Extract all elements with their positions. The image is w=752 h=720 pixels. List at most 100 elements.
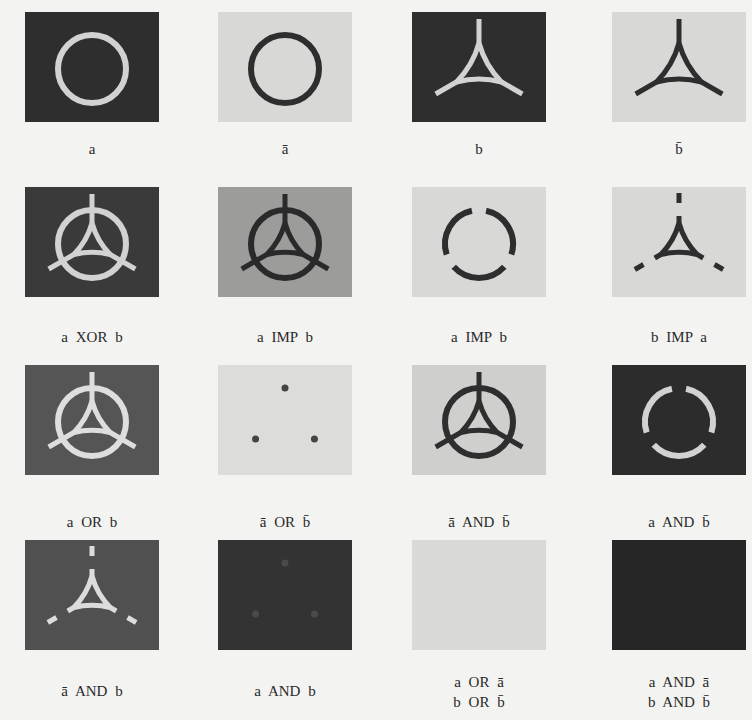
photo-panel (25, 187, 159, 297)
photo-panel (25, 540, 159, 650)
ring-arc (445, 211, 472, 255)
triangle-figure (461, 401, 497, 433)
photo-ground (25, 12, 159, 122)
photo-ground (218, 12, 352, 122)
photo-panel (412, 187, 546, 297)
panel-caption: a IMP b (394, 328, 564, 346)
triangle-spoke (90, 194, 95, 223)
triangle-spoke (477, 19, 482, 43)
photo-ground (612, 540, 746, 650)
triangle-spoke (110, 433, 135, 448)
ring-arc (454, 267, 505, 278)
ring-arc (654, 445, 705, 456)
panel-caption: a IMP b (200, 328, 370, 346)
panel-caption: a OR ā (394, 673, 564, 691)
ring-arc (686, 389, 713, 433)
panel-caption: a AND b̄ (594, 513, 752, 531)
triangle-spoke (48, 618, 57, 623)
panel-caption: ā OR b̄ (200, 513, 370, 531)
ring-arc (645, 389, 672, 433)
photo-ground (412, 12, 546, 122)
panel-caption: b̄ (594, 140, 752, 158)
triangle-spoke (502, 82, 523, 94)
triangle-spoke (242, 255, 267, 270)
triangle-spoke (110, 255, 135, 270)
triangle-spoke (436, 82, 457, 94)
triangle-figure (74, 223, 110, 255)
photo-panel (612, 187, 746, 297)
photo-panel (25, 365, 159, 475)
panel-caption: a XOR b (7, 328, 177, 346)
photo-panel (612, 540, 746, 650)
crossing-dot (282, 385, 289, 392)
photo-ground (218, 365, 352, 475)
photo-ground (218, 187, 352, 297)
triangle-spoke (110, 608, 116, 612)
photo-ground (612, 12, 746, 122)
triangle-figure (74, 401, 110, 433)
triangle-spoke (677, 216, 682, 223)
triangle-figure (656, 43, 701, 82)
photo-panel (25, 12, 159, 122)
photo-ground (412, 365, 546, 475)
triangle-spoke (477, 372, 482, 401)
crossing-dot (252, 436, 259, 443)
triangle-spoke (90, 546, 95, 556)
photo-ground (25, 540, 159, 650)
panel-caption: b IMP a (594, 328, 752, 346)
panel-caption: a OR b (7, 513, 177, 531)
photo-panel (412, 365, 546, 475)
panel-caption: b (394, 140, 564, 158)
photo-ground (412, 187, 546, 297)
triangle-spoke (635, 265, 644, 270)
triangle-spoke (90, 372, 95, 401)
photo-panel (218, 540, 352, 650)
triangle-spoke (677, 193, 682, 203)
crossing-dot (311, 436, 318, 443)
photo-ground (612, 187, 746, 297)
photo-ground (612, 365, 746, 475)
triangle-spoke (436, 433, 461, 448)
panel-caption: ā AND b (7, 682, 177, 700)
panel-caption: ā AND b̄ (394, 513, 564, 531)
panel-caption: b AND b̄ (594, 693, 752, 711)
triangle-spoke (49, 255, 74, 270)
triangle-spoke (68, 608, 74, 612)
crossing-dot (252, 611, 259, 618)
crossing-dot (282, 560, 289, 567)
triangle-spoke (497, 433, 522, 448)
photo-ground (218, 540, 352, 650)
triangle-spoke (128, 618, 137, 623)
triangle-spoke (702, 82, 723, 94)
photo-panel (412, 540, 546, 650)
triangle-spoke (677, 19, 682, 43)
triangle-spoke (303, 255, 328, 270)
panel-caption: a (7, 140, 177, 158)
photo-ground (25, 365, 159, 475)
photo-ground (412, 540, 546, 650)
triangle-spoke (715, 265, 724, 270)
panel-caption: a AND ā (594, 673, 752, 691)
photo-ground (25, 187, 159, 297)
triangle-spoke (283, 194, 288, 223)
triangle-figure (661, 223, 697, 255)
triangle-spoke (90, 569, 95, 576)
photo-panel (218, 365, 352, 475)
triangle-spoke (636, 82, 657, 94)
triangle-spoke (49, 433, 74, 448)
ring-figure (58, 35, 126, 103)
photo-panel (612, 365, 746, 475)
photo-panel (412, 12, 546, 122)
triangle-figure (267, 223, 303, 255)
photo-panel (218, 187, 352, 297)
panel-caption: b OR b̄ (394, 693, 564, 711)
ring-arc (486, 211, 513, 255)
crossing-dot (311, 611, 318, 618)
photo-panel (612, 12, 746, 122)
triangle-figure (456, 43, 501, 82)
ring-figure (251, 35, 319, 103)
triangle-spoke (655, 255, 661, 259)
triangle-spoke (697, 255, 703, 259)
